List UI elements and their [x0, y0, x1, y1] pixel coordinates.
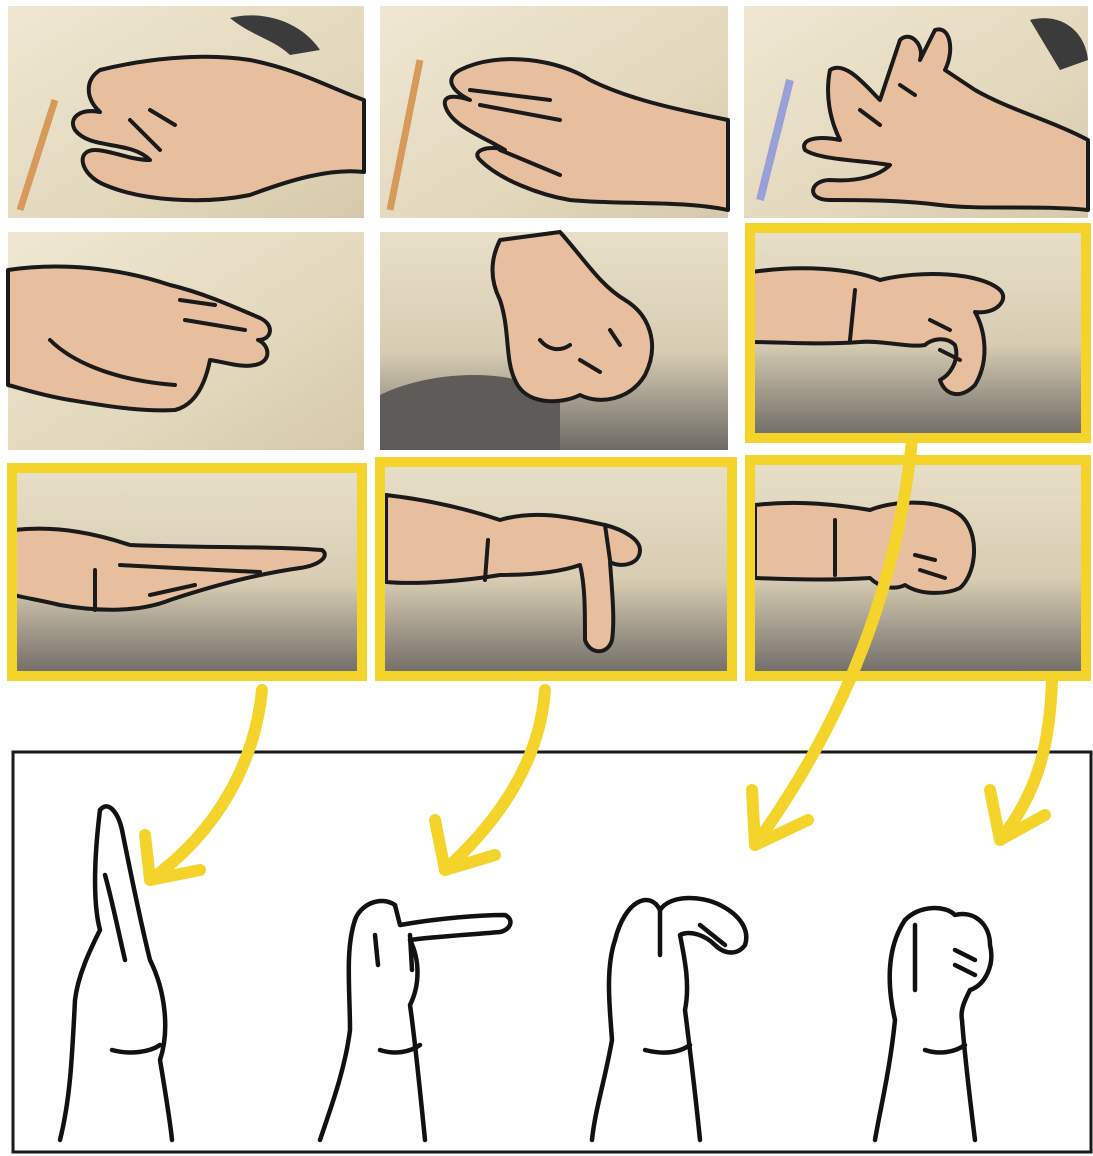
drawing-panel: [13, 752, 1091, 1152]
photo-row-1-col-1: [8, 6, 364, 218]
photo-row-2-col-1: [8, 232, 364, 450]
photo-row-3-col-3: [750, 460, 1086, 676]
photo-row-3-col-1: [12, 468, 362, 676]
photo-row-3-col-2: [380, 462, 732, 676]
photo-row-1-col-2: [380, 6, 728, 218]
photo-row-1-col-3: [744, 6, 1088, 218]
hand-outline: [755, 503, 974, 593]
photo-row-2-col-2: [380, 232, 728, 450]
photo-row-2-col-3: [750, 228, 1086, 438]
